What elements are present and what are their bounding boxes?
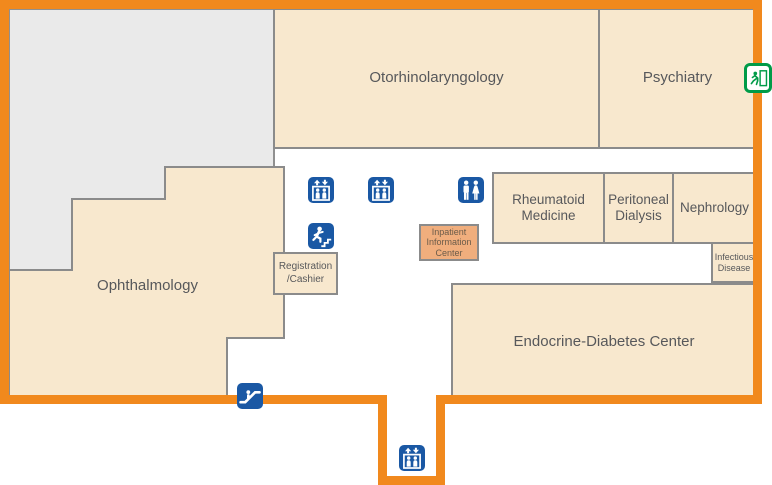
room-nephrology: [672, 172, 757, 244]
room-infectious-disease: [711, 242, 757, 283]
emergency-stairs-icon: [308, 223, 334, 249]
room-endocrine-diabetes-center: [451, 283, 757, 401]
elevator-icon: [308, 177, 334, 203]
elevator-icon: [399, 445, 425, 471]
escalator-icon: [237, 383, 263, 409]
emergency-exit-icon: [744, 63, 772, 93]
room-rheumatoid-medicine: [492, 172, 605, 244]
restroom-icon: [458, 177, 484, 203]
inpatient-information-center-box: [419, 224, 479, 261]
room-peritoneal-dialysis: [603, 172, 674, 244]
room-psychiatry: [598, 8, 757, 149]
elevator-icon: [368, 177, 394, 203]
room-registration-cashier: [273, 252, 338, 295]
room-otorhinolaryngology: [273, 8, 600, 149]
